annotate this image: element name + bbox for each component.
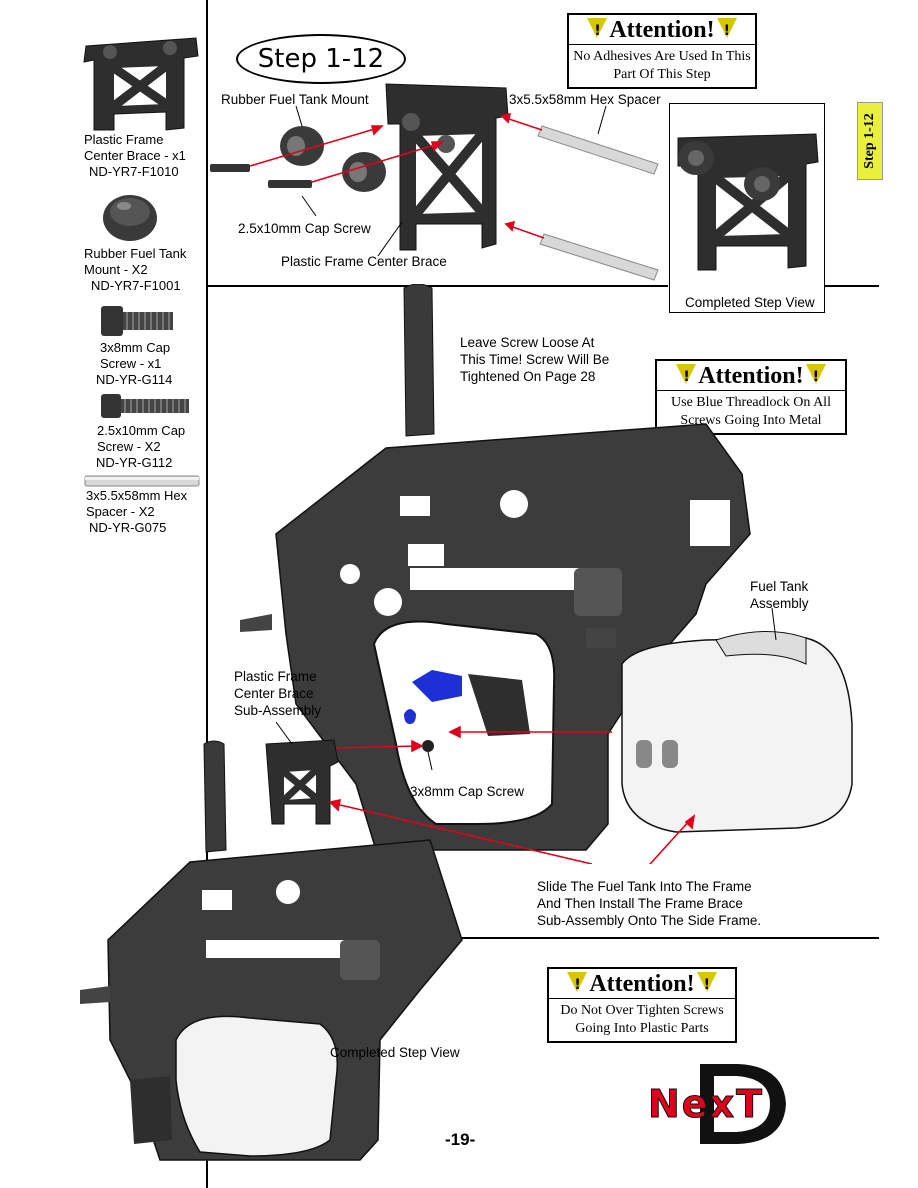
completed-frame-diagram [80, 740, 463, 1161]
completed-label-top: Completed Step View [685, 295, 815, 310]
warning-icon [716, 17, 737, 45]
callout-center-brace: Plastic Frame Center Brace [281, 254, 447, 269]
frame-brace-icon [83, 37, 199, 131]
part-code-hex-spacer: ND-YR-G075 [89, 520, 167, 535]
top-assembly-diagram [210, 83, 659, 281]
callout-rubber-mount: Rubber Fuel Tank Mount [221, 92, 369, 107]
main-frame-diagram [240, 284, 853, 864]
completed-step-view-top: Completed Step View [669, 103, 825, 313]
callout-hex-spacer: 3x5.5x58mm Hex Spacer [509, 92, 661, 107]
cap-screw-icon [101, 306, 173, 336]
completed-label-bottom: Completed Step View [330, 1045, 460, 1060]
warning-icon [676, 363, 697, 391]
cap-screw-long-icon [101, 394, 189, 418]
rubber-mount-icon [103, 195, 157, 241]
step-title: Step 1-12 [236, 34, 406, 84]
section-divider-top [206, 285, 668, 287]
completed-brace-icon [677, 133, 819, 271]
part-code-cap-screw-3x8: ND-YR-G114 [96, 372, 173, 387]
page-number: -19- [445, 1130, 476, 1149]
hex-spacer-icon [84, 475, 200, 487]
part-code-frame-brace: ND-YR7-F1010 [89, 164, 179, 179]
parts-column-divider [206, 0, 208, 1188]
next-logo: NexT [647, 1060, 818, 1146]
next-logo-text: NexT [647, 1082, 765, 1127]
next-logo-graphic [700, 1064, 786, 1144]
warning-icon [587, 17, 608, 45]
attention-box-no-adhesives: Attention! No Adhesives Are Used In This… [567, 13, 757, 89]
warning-icon [696, 971, 717, 999]
part-code-cap-screw-25x10: ND-YR-G112 [96, 455, 173, 470]
section-divider-top-right [823, 285, 879, 287]
callout-cap-screw-25: 2.5x10mm Cap Screw [238, 221, 371, 236]
step-side-tab: Step 1-12 [857, 102, 883, 180]
warning-icon [567, 971, 588, 999]
warning-icon [805, 363, 826, 391]
attention-box-threadlock: Attention! Use Blue Threadlock On All Sc… [655, 359, 847, 435]
part-code-rubber-mount: ND-YR7-F1001 [91, 278, 181, 293]
attention-box-plastic-screws: Attention! Do Not Over Tighten Screws Go… [547, 967, 737, 1043]
section-divider-middle [462, 937, 879, 939]
callout-cap-screw-3x8: 3x8mm Cap Screw [410, 784, 525, 799]
